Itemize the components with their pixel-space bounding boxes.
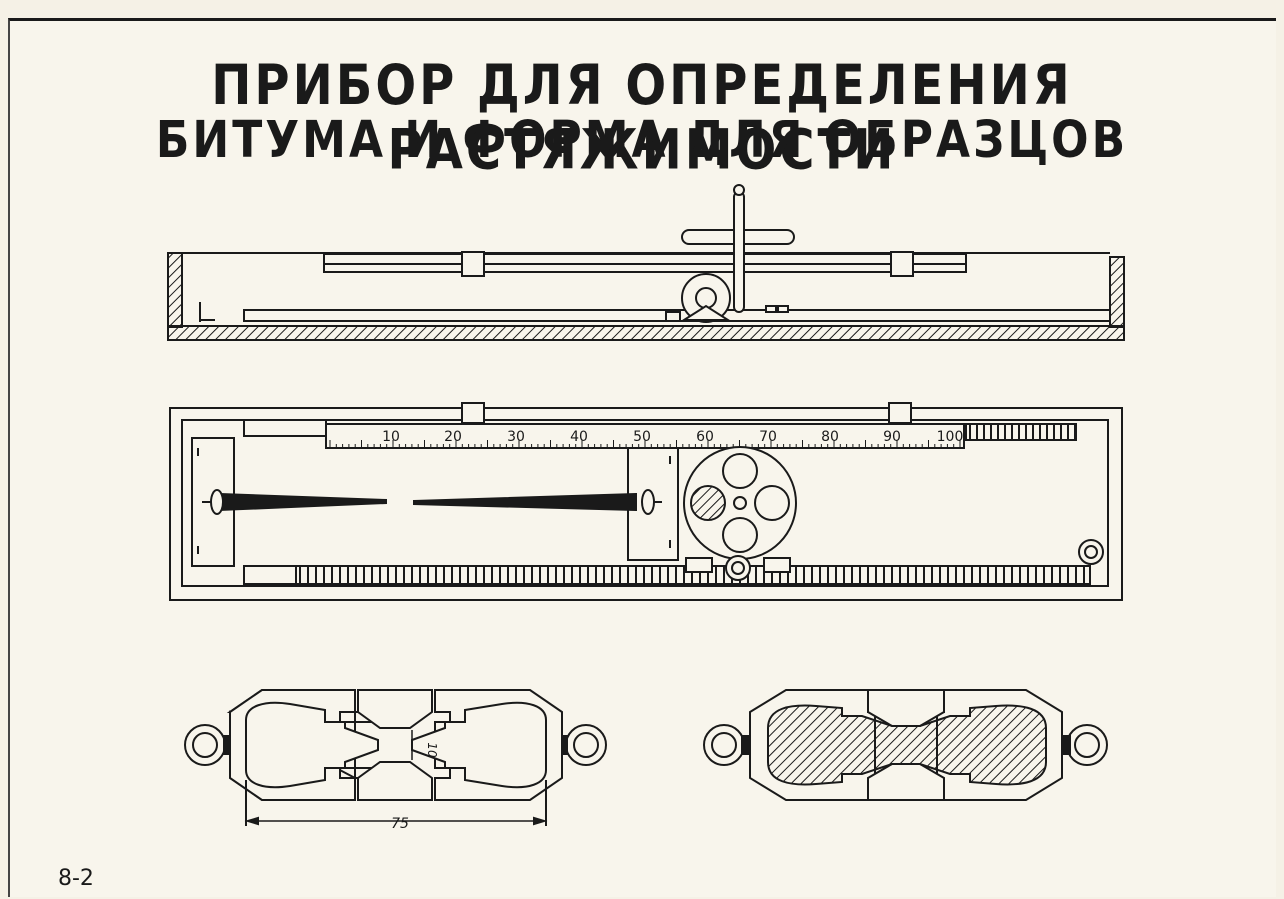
rack-top	[965, 423, 1077, 441]
bitumen-sample	[767, 704, 1047, 786]
scale-label: 50	[633, 429, 651, 445]
scale-label: 90	[883, 429, 901, 445]
base-plate	[167, 325, 1125, 341]
scale-label: 40	[570, 429, 588, 445]
mold-cavity-left	[245, 701, 379, 789]
dimension-length-label: 75	[391, 816, 409, 832]
right-wall	[1109, 256, 1125, 328]
sample-clip-right	[641, 489, 655, 515]
top-view: 10 20 30 40 50 60 70 80 90 100	[169, 402, 1123, 601]
title-line-2: БИТУМА И ФОРМА ДЛЯ ОБРАЗЦОВ	[155, 111, 1129, 170]
sheet-number: 8-2	[58, 866, 94, 891]
rail-clamp-left	[461, 251, 485, 277]
upper-rail	[323, 253, 967, 265]
scale-label: 20	[444, 429, 462, 445]
lower-rail	[323, 263, 967, 273]
inner-bath	[181, 419, 1109, 587]
pulley-support	[680, 304, 732, 321]
clamp-top-left	[461, 402, 485, 424]
mold-side-bottom	[867, 763, 945, 801]
mold-empty: 75 10	[184, 689, 607, 832]
mold-filled	[703, 689, 1108, 801]
title-line-1: ПРИБОР ДЛЯ ОПРЕДЕЛЕНИЯ РАСТЯЖИМОСТИ	[211, 53, 1073, 183]
mold-side-top	[357, 689, 433, 729]
rail-clamp-right	[890, 251, 914, 277]
dimension-width-label: 10	[425, 742, 439, 758]
crank-knob[interactable]	[733, 184, 745, 196]
side-view	[167, 184, 1125, 341]
scale-label: 100	[937, 429, 964, 445]
crank-shaft[interactable]	[733, 191, 745, 313]
scale-label: 70	[759, 429, 777, 445]
scale-label: 10	[382, 429, 400, 445]
mold-side-top	[867, 689, 945, 727]
clamp-top-right	[888, 402, 912, 424]
left-wall	[167, 252, 183, 328]
bitumen-strand-right	[413, 492, 637, 512]
sample-clip-left	[210, 489, 224, 515]
scale-label: 80	[821, 429, 839, 445]
mold-side-bottom	[357, 761, 433, 801]
scale-label: 60	[696, 429, 714, 445]
wheel-hatched-segment	[690, 485, 726, 521]
scale-label: 30	[507, 429, 525, 445]
wheel-axle	[733, 496, 747, 510]
